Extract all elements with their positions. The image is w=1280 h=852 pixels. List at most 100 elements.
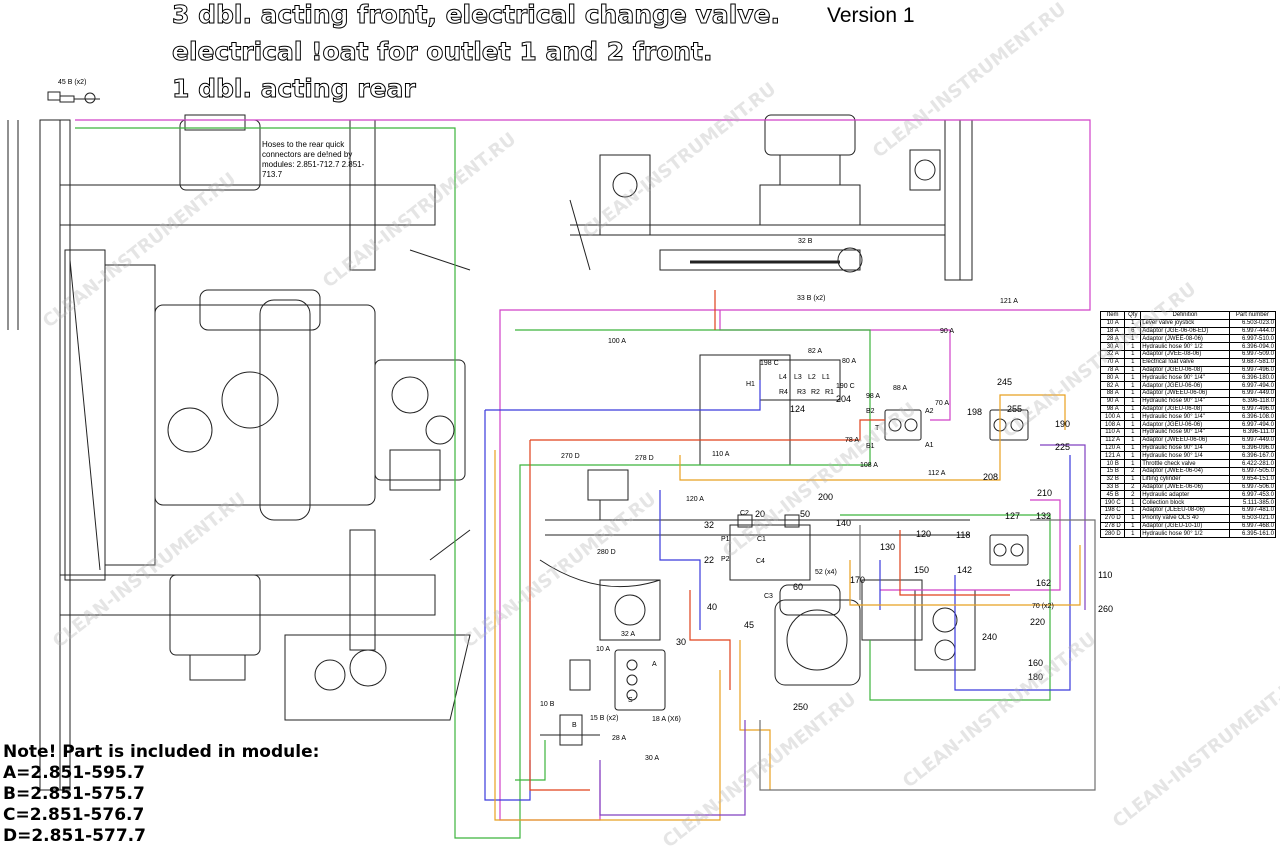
- cell-item: 32 A: [1099, 349, 1126, 359]
- cell-part-number: 6.997-468.0: [1228, 521, 1277, 531]
- callout: 170: [850, 575, 865, 585]
- cell-item: 112 A: [1099, 435, 1126, 445]
- cell-item: 45 B: [1099, 490, 1126, 500]
- callout: 50: [800, 509, 810, 519]
- cell-part-number: 6.396-108.0: [1228, 412, 1277, 422]
- cell-definition: Hydraulic hose 90° 1/4": [1140, 373, 1230, 383]
- cell-item: 33 B: [1099, 482, 1126, 492]
- cell-part-number: 6.997-453.0: [1228, 490, 1277, 500]
- cell-definition: Adaptor (JGE-06-06-ED): [1140, 326, 1230, 336]
- callout: 198: [967, 407, 982, 417]
- header-qty: Qty: [1124, 311, 1142, 320]
- cell-definition: Collection block: [1140, 498, 1230, 507]
- parts-table-header: Item Qty Definition Part number: [1099, 311, 1277, 320]
- cell-qty: 1: [1124, 373, 1142, 383]
- cell-qty: 1: [1124, 365, 1142, 375]
- cell-definition: Hydraulic adapter: [1140, 490, 1230, 500]
- callout: A: [652, 661, 657, 668]
- cell-item: 28 A: [1099, 334, 1126, 344]
- cell-qty: 1: [1124, 349, 1142, 359]
- callout: 32: [704, 520, 714, 530]
- cell-item: 18 A: [1099, 326, 1126, 336]
- callout: 162: [1036, 578, 1051, 588]
- module-note-line: D=2.851-577.7: [3, 826, 146, 846]
- cell-qty: 1: [1124, 412, 1142, 422]
- module-note-heading: Note! Part is included in module:: [3, 742, 320, 762]
- callout: 52 (x4): [815, 569, 837, 576]
- cell-definition: Hydraulic hose 90° 1/4": [1140, 412, 1230, 422]
- cell-definition: Hydraulic hose 90° 1/4": [1140, 396, 1230, 406]
- cell-definition: Adaptor (JGEU-06-08): [1140, 365, 1230, 375]
- callout: 204: [836, 394, 851, 404]
- header-item: Item: [1099, 311, 1126, 320]
- cell-qty: 1: [1124, 498, 1142, 507]
- cell-item: 30 A: [1099, 342, 1126, 351]
- callout: 100 A: [608, 338, 626, 345]
- cell-item: 110 A: [1099, 427, 1126, 437]
- callout: 18 A (X6): [652, 716, 681, 723]
- cell-qty: 1: [1124, 388, 1142, 398]
- cell-qty: 1: [1124, 357, 1142, 367]
- callout: S: [628, 697, 633, 704]
- callout: 190 C: [836, 383, 855, 390]
- cell-item: 108 A: [1099, 420, 1126, 429]
- title-line-2: electrical !oat for outlet 1 and 2 front…: [172, 37, 713, 67]
- cell-part-number: 6.997-449.0: [1228, 435, 1277, 445]
- cell-definition: Adaptor (JWEEU-06-06): [1140, 388, 1230, 398]
- cell-part-number: 6.997-506.0: [1228, 482, 1277, 492]
- callout: 10 B: [540, 701, 555, 708]
- callout: 142: [957, 565, 972, 575]
- cell-part-number: 6.422-281.0: [1228, 459, 1277, 468]
- cell-definition: Lifting cylinder: [1140, 474, 1230, 484]
- callout: A2: [925, 408, 934, 415]
- cell-item: 88 A: [1099, 388, 1126, 398]
- callout: R4: [779, 389, 788, 396]
- callout: T: [875, 425, 880, 432]
- cell-item: 280 D: [1099, 529, 1126, 539]
- callout: 160: [1028, 658, 1043, 668]
- cell-item: 70 A: [1099, 357, 1126, 367]
- callout: 10 A: [596, 646, 610, 653]
- callout: 90 A: [940, 328, 954, 335]
- cell-definition: Adaptor (JGEU-06-06): [1140, 420, 1230, 429]
- cell-part-number: 6.997-444.0: [1228, 326, 1277, 336]
- cell-definition: Hydraulic hose 90° 1/4: [1140, 443, 1230, 453]
- cell-qty: 1: [1124, 427, 1142, 437]
- callout: 280 D: [597, 549, 616, 556]
- cell-definition: Adaptor (JWEE-06-04): [1140, 466, 1230, 476]
- cell-definition: Adaptor (JWEE-08-06): [1140, 334, 1230, 344]
- callout: 70 A: [935, 400, 949, 407]
- cell-item: 90 A: [1099, 396, 1126, 406]
- cell-part-number: 6.396-096.0: [1228, 443, 1277, 453]
- callout: 60: [793, 582, 803, 592]
- callout: 270 D: [561, 453, 580, 460]
- callout: 200: [818, 492, 833, 502]
- callout: R1: [825, 389, 834, 396]
- callout-labels: 45 B (x2) 32 B 33 B (x2) 121 A 100 A 90 …: [58, 79, 1113, 762]
- callout: 80 A: [842, 358, 856, 365]
- callout: 150: [914, 565, 929, 575]
- cell-item: 190 C: [1099, 498, 1126, 507]
- cell-item: 98 A: [1099, 404, 1126, 414]
- cell-definition: Hydraulic hose 90° 1/2: [1140, 342, 1230, 351]
- cell-qty: 1: [1124, 318, 1142, 328]
- callout: C4: [756, 558, 765, 565]
- cell-part-number: 6.396-111.0: [1228, 427, 1277, 437]
